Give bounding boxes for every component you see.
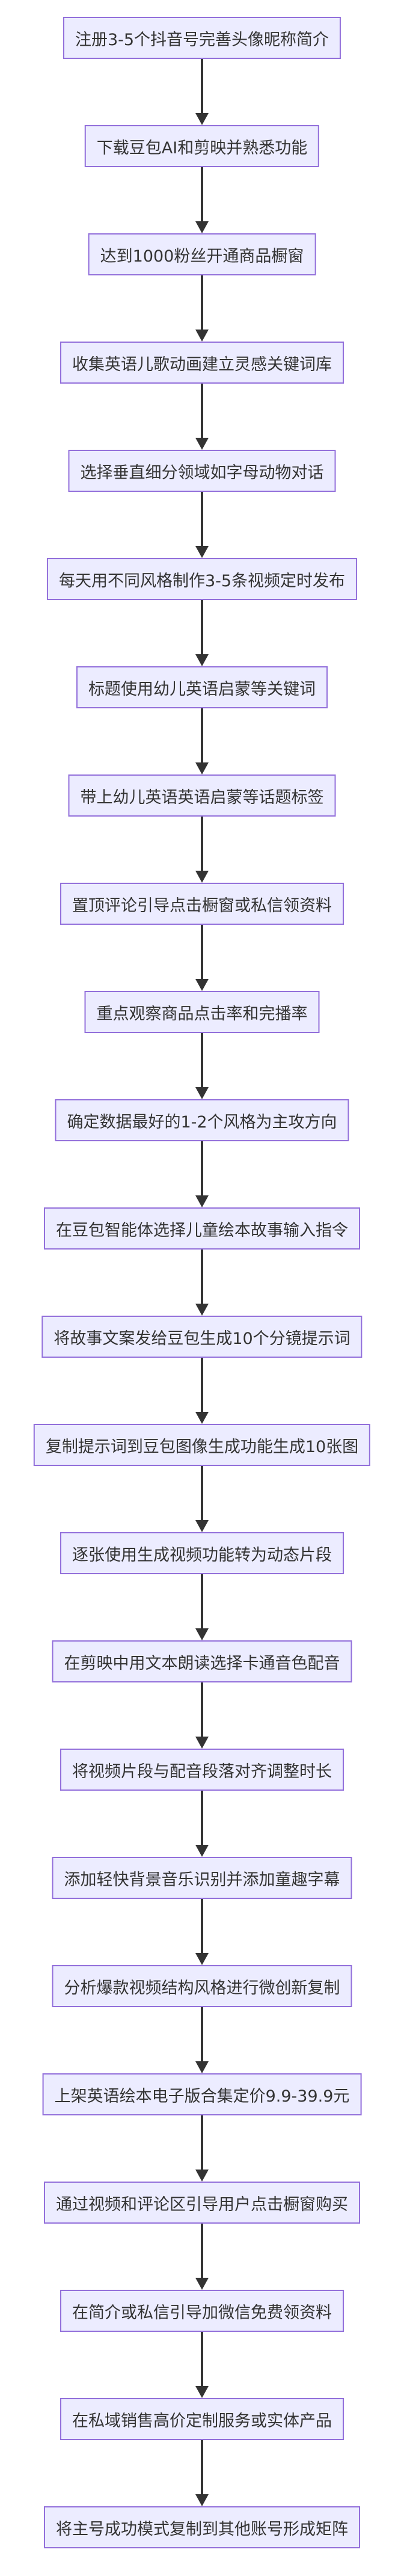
flow-step-19: 分析爆款视频结构风格进行微创新复制	[52, 1965, 352, 2007]
flow-step-18: 添加轻快背景音乐识别并添加童趣字幕	[52, 1857, 352, 1899]
flow-arrow	[195, 2115, 209, 2182]
flow-step-label: 注册3-5个抖音号完善头像昵称简介	[75, 30, 329, 49]
flow-step-label: 将主号成功模式复制到其他账号形成矩阵	[56, 2519, 348, 2539]
flow-step-9: 置顶评论引导点击橱窗或私信领资料	[60, 883, 344, 925]
flow-step-21: 通过视频和评论区引导用户点击橱窗购买	[44, 2182, 360, 2224]
flow-arrow	[195, 2224, 209, 2290]
flow-arrow	[195, 492, 209, 558]
flow-step-label: 置顶评论引导点击橱窗或私信领资料	[72, 896, 332, 915]
flow-step-label: 将视频片段与配音段落对齐调整时长	[72, 1762, 332, 1781]
flow-step-label: 标题使用幼儿英语启蒙等关键词	[88, 679, 316, 699]
flow-arrow	[195, 275, 209, 342]
flow-arrow	[195, 167, 209, 233]
flow-step-label: 带上幼儿英语英语启蒙等话题标签	[80, 788, 324, 807]
flow-step-label: 在豆包智能体选择儿童绘本故事输入指令	[56, 1221, 348, 1240]
flow-arrow	[195, 1899, 209, 1965]
flow-step-13: 将故事文案发给豆包生成10个分镜提示词	[41, 1316, 363, 1358]
flow-step-label: 每天用不同风格制作3-5条视频定时发布	[58, 571, 346, 590]
flow-step-11: 确定数据最好的1-2个风格为主攻方向	[55, 1099, 349, 1141]
flow-step-17: 将视频片段与配音段落对齐调整时长	[60, 1749, 344, 1791]
flow-step-10: 重点观察商品点击率和完播率	[84, 991, 320, 1033]
flow-step-23: 在私域销售高价定制服务或实体产品	[60, 2398, 344, 2440]
flow-step-label: 复制提示词到豆包图像生成功能生成10张图	[45, 1437, 359, 1456]
flow-step-label: 在私域销售高价定制服务或实体产品	[72, 2411, 332, 2430]
flow-step-5: 选择垂直细分领域如字母动物对话	[68, 450, 336, 492]
flow-arrow	[195, 59, 209, 125]
flow-step-22: 在简介或私信引导加微信免费领资料	[60, 2290, 344, 2332]
flow-step-label: 在剪映中用文本朗读选择卡通音色配音	[64, 1654, 340, 1673]
flow-arrow	[195, 1791, 209, 1857]
flow-step-label: 选择垂直细分领域如字母动物对话	[80, 463, 324, 482]
flow-step-14: 复制提示词到豆包图像生成功能生成10张图	[33, 1424, 371, 1466]
flow-arrow	[195, 1574, 209, 1640]
flow-step-24: 将主号成功模式复制到其他账号形成矩阵	[44, 2506, 360, 2548]
flow-arrow	[195, 384, 209, 450]
flow-step-4: 收集英语儿歌动画建立灵感关键词库	[60, 342, 344, 384]
flow-arrow	[195, 1682, 209, 1749]
flow-step-16: 在剪映中用文本朗读选择卡通音色配音	[52, 1640, 352, 1682]
flow-step-6: 每天用不同风格制作3-5条视频定时发布	[46, 558, 358, 600]
flow-arrow	[195, 2007, 209, 2073]
flow-step-label: 收集英语儿歌动画建立灵感关键词库	[72, 355, 332, 374]
flow-arrow	[195, 708, 209, 774]
flow-arrow	[195, 600, 209, 666]
flow-step-3: 达到1000粉丝开通商品橱窗	[88, 233, 316, 275]
flow-arrow	[195, 1141, 209, 1207]
flow-step-12: 在豆包智能体选择儿童绘本故事输入指令	[44, 1207, 360, 1250]
flow-step-1: 注册3-5个抖音号完善头像昵称简介	[63, 17, 341, 59]
flow-step-label: 添加轻快背景音乐识别并添加童趣字幕	[64, 1870, 340, 1889]
flow-step-2: 下载豆包AI和剪映并熟悉功能	[84, 125, 320, 167]
flow-arrow	[195, 1250, 209, 1316]
flow-step-label: 达到1000粉丝开通商品橱窗	[100, 247, 304, 266]
flow-step-label: 分析爆款视频结构风格进行微创新复制	[64, 1978, 340, 1998]
flow-step-label: 重点观察商品点击率和完播率	[96, 1004, 308, 1023]
flow-arrow	[195, 2440, 209, 2506]
flow-step-15: 逐张使用生成视频功能转为动态片段	[60, 1532, 344, 1574]
flow-step-20: 上架英语绘本电子版合集定价9.9-39.9元	[42, 2073, 362, 2115]
flow-step-label: 确定数据最好的1-2个风格为主攻方向	[67, 1112, 337, 1132]
flow-arrow	[195, 1466, 209, 1532]
flow-arrow	[195, 2332, 209, 2398]
flow-step-label: 上架英语绘本电子版合集定价9.9-39.9元	[54, 2087, 350, 2106]
flow-step-label: 将故事文案发给豆包生成10个分镜提示词	[54, 1329, 350, 1348]
flow-arrow	[195, 1033, 209, 1099]
flow-arrow	[195, 1358, 209, 1424]
flow-arrow	[195, 925, 209, 991]
flow-step-label: 在简介或私信引导加微信免费领资料	[72, 2303, 332, 2322]
flow-arrow	[195, 817, 209, 883]
flow-step-label: 下载豆包AI和剪映并熟悉功能	[96, 138, 308, 158]
flow-step-label: 逐张使用生成视频功能转为动态片段	[72, 1545, 332, 1565]
flow-step-label: 通过视频和评论区引导用户点击橱窗购买	[56, 2195, 348, 2214]
flow-step-7: 标题使用幼儿英语启蒙等关键词	[76, 666, 328, 708]
flow-step-8: 带上幼儿英语英语启蒙等话题标签	[68, 774, 336, 817]
